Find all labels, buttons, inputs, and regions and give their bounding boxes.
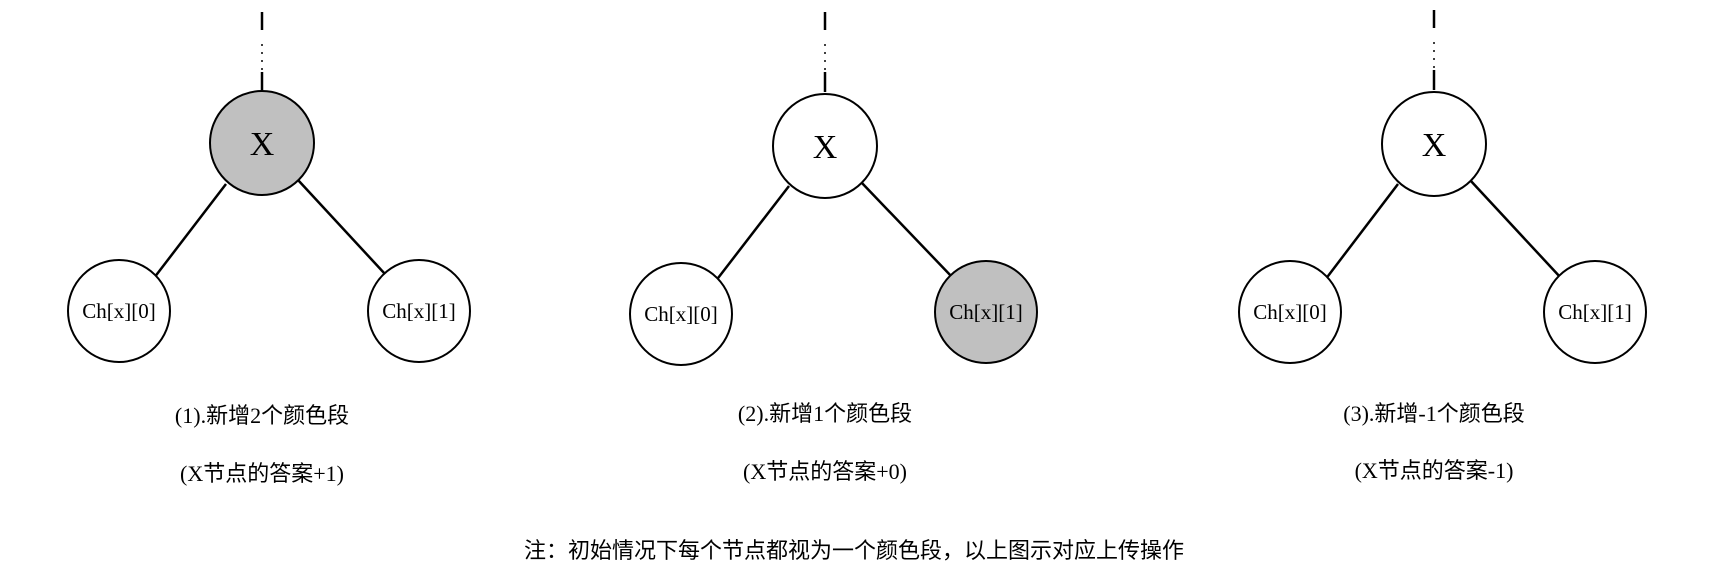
panel-2-left-child-node	[629, 262, 733, 366]
panel-1-caption-line1: (1).新增2个颜色段	[174, 403, 350, 428]
panel-1-parent-label: X	[250, 126, 275, 163]
panel-1-right-child-label: Ch[x][1]	[382, 299, 455, 323]
panel-2-right-child-node	[934, 260, 1038, 364]
panel-2-right-child-label: Ch[x][1]	[949, 300, 1022, 324]
panel-1-parent-node	[209, 90, 315, 196]
panel-3-right-child-label: Ch[x][1]	[1558, 300, 1631, 324]
panel-1-edge-left	[153, 183, 227, 279]
panel-1-edge-right	[297, 179, 386, 275]
panel-3-edge-left	[1324, 183, 1399, 281]
panel-3-left-child-node	[1238, 260, 1342, 364]
panel-3: X Ch[x][0] Ch[x][1]	[1238, 10, 1647, 364]
panel-3-edge-right	[1469, 179, 1562, 279]
panel-2-edge-right	[860, 181, 954, 279]
panel-2-caption-line2: (X节点的答案+0)	[743, 459, 907, 484]
panel-2-caption-line1: (2).新增1个颜色段	[737, 401, 913, 426]
footnote: 注：初始情况下每个节点都视为一个颜色段，以上图示对应上传操作	[523, 538, 1185, 563]
panel-1: X Ch[x][0] Ch[x][1]	[67, 12, 471, 363]
panel-2-left-child-label: Ch[x][0]	[644, 302, 717, 326]
panel-2-edge-left	[714, 185, 790, 283]
panel-2: X Ch[x][0] Ch[x][1]	[629, 12, 1038, 366]
panel-2-parent-node	[772, 93, 878, 199]
panel-2-parent-label: X	[813, 129, 838, 166]
panel-1-caption-line2: (X节点的答案+1)	[180, 461, 344, 486]
panel-3-parent-node	[1381, 91, 1487, 197]
panel-1-left-child-label: Ch[x][0]	[82, 299, 155, 323]
panel-3-caption-line2: (X节点的答案-1)	[1354, 458, 1514, 483]
panel-1-left-child-node	[67, 259, 171, 363]
panel-3-left-child-label: Ch[x][0]	[1253, 300, 1326, 324]
panel-1-right-child-node	[367, 259, 471, 363]
panel-3-parent-label: X	[1422, 127, 1447, 164]
panel-3-caption-line1: (3).新增-1个颜色段	[1343, 401, 1525, 426]
panel-3-right-child-node	[1543, 260, 1647, 364]
